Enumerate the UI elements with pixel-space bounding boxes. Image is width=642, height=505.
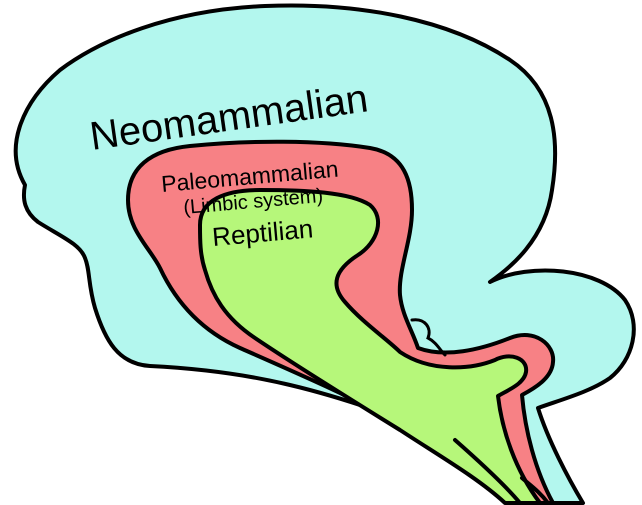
brainstem-outline-1: [453, 438, 522, 505]
cerebellum-junction-detail: [410, 318, 447, 357]
brainstem-outline-2: [520, 476, 550, 505]
reptilian-layer-shape: [198, 188, 542, 505]
